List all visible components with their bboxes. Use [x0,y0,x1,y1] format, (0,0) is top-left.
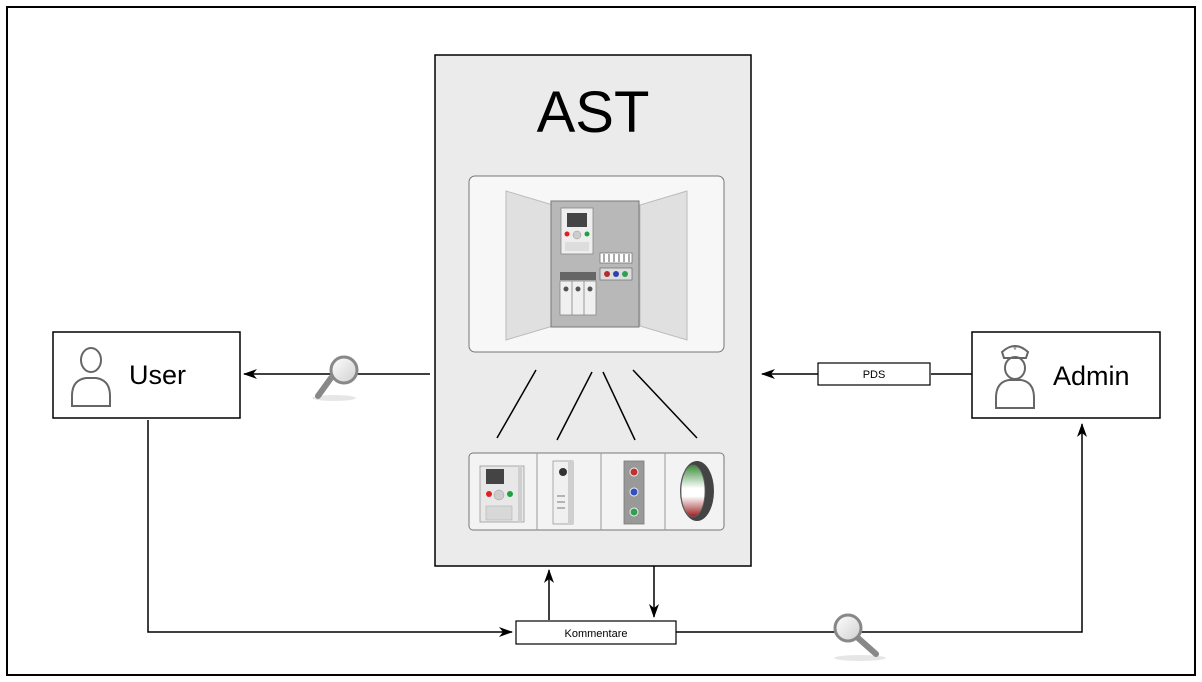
user-box: User [52,331,241,419]
signal-lamp-icon [680,461,714,521]
admin-label: Admin [1053,361,1130,391]
flow-admin-to-ast: PDS [761,362,972,386]
connector-lines [496,369,698,441]
pds-tag [817,362,931,386]
components-strip [468,452,725,531]
flow-user-to-comments [147,420,513,637]
control-panel-icon [479,465,525,523]
ast-title: AST [537,80,650,145]
control-cabinet-icon [468,175,725,353]
intercom-icon [552,460,574,525]
flow-comments-ast [544,566,659,620]
user-icon [71,347,111,407]
admin-icon: * [995,345,1035,409]
user-label: User [129,360,186,390]
admin-box: * Admin [971,331,1161,419]
ast-panel: AST [434,54,752,567]
flow-comments-to-admin [676,423,1087,633]
comments-label: Kommentare [565,628,628,640]
indicator-lights-icon [623,460,645,525]
svg-text:*: * [1013,345,1017,355]
magnifier-icon [833,613,886,661]
pds-label: PDS [863,369,886,381]
magnifier-icon [312,355,359,401]
